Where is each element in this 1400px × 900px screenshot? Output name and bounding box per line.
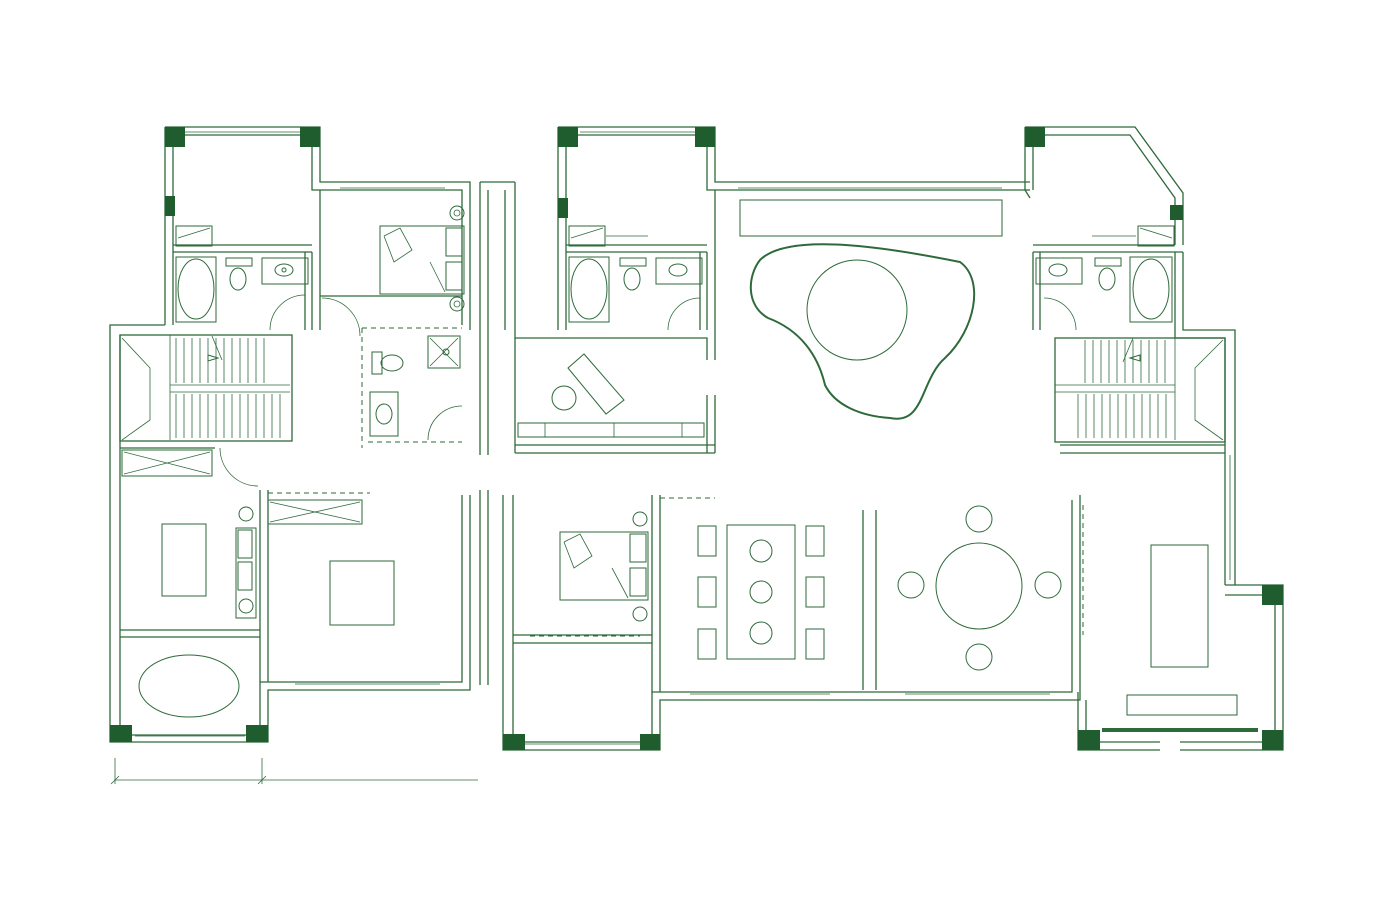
left-bath-room [138,654,240,718]
right-lounge [1102,544,1258,732]
door-swing [269,294,306,331]
structural-column [165,196,175,216]
structural-column [300,127,320,147]
left-bathroom [175,225,309,323]
structural-column [1262,585,1283,605]
door-swing [321,297,361,337]
structural-column [165,127,185,147]
left-bedroom [379,205,465,312]
structural-column [640,734,660,750]
center-bathroom [568,225,703,331]
left-ensuite [369,335,461,437]
structural-column [1170,205,1183,220]
right-unit-walls [1024,126,1284,751]
dimension-line [110,758,478,785]
structural-column [246,725,268,742]
structural-column [1262,730,1283,750]
central-corridor [479,181,516,685]
structural-column [110,725,132,742]
left-living [121,449,395,626]
center-unit-walls [502,126,1081,751]
left-stair [119,334,293,442]
structural-column [503,734,525,750]
left-unit [109,126,478,785]
center-unit [502,126,1084,751]
structural-column [695,127,715,147]
right-unit [1024,126,1284,751]
center-study [517,353,705,438]
structural-column [558,127,578,147]
right-stair [1054,337,1226,443]
right-bathroom [1035,225,1175,331]
door-swing [427,405,463,441]
left-unit-walls [109,126,471,743]
center-bedroom [530,511,649,637]
door-swing [219,447,259,487]
structural-column [558,198,568,218]
center-round-dining [897,505,1084,671]
structural-column [1025,127,1045,147]
center-dining [697,524,825,660]
center-lounge [739,199,1003,420]
structural-columns [110,127,1283,750]
structural-column [1078,730,1100,750]
